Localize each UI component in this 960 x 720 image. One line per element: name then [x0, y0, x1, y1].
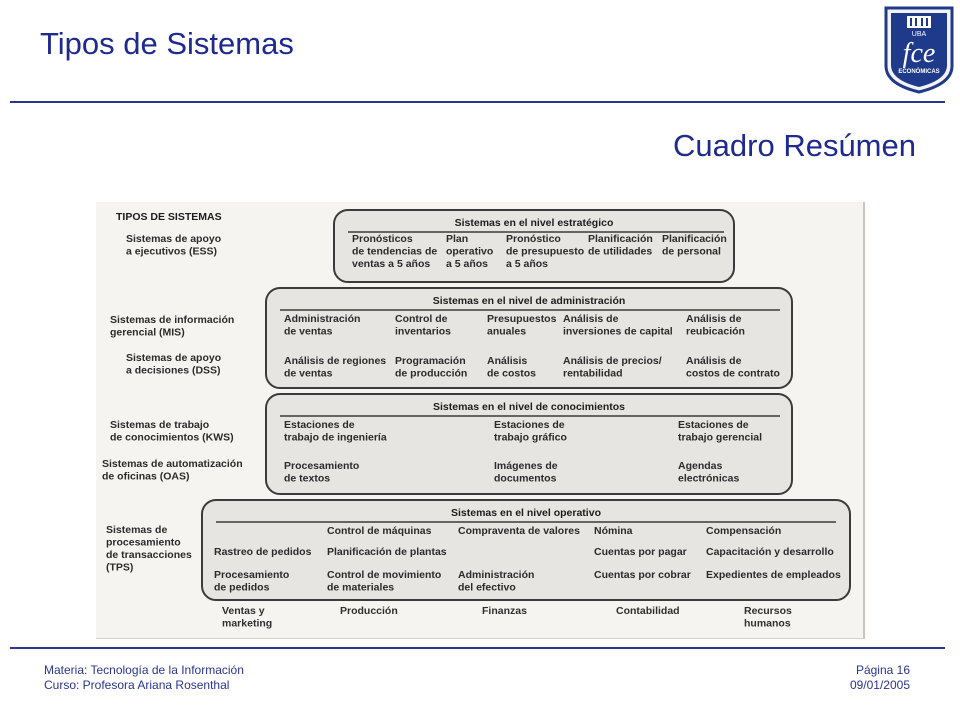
functional-area-label: Finanzas: [482, 605, 527, 617]
figure-heading: TIPOS DE SISTEMAS: [116, 211, 222, 223]
footer-fecha: 09/01/2005: [849, 678, 910, 692]
management-level-title: Sistemas en el nivel de administración: [433, 295, 626, 307]
logo-bottom-text: ECONÓMICAS: [898, 67, 939, 75]
footer-curso: Curso: Profesora Ariana Rosenthal: [44, 678, 230, 692]
management-item: Análisis de precios/rentabilidad: [563, 355, 662, 380]
functional-area-label: Producción: [340, 605, 398, 617]
footer-left: Materia: Tecnología de la Información Cu…: [44, 663, 244, 693]
page-subtitle: Cuadro Resúmen: [673, 128, 916, 163]
operational-item: Cuentas por pagar: [594, 546, 687, 558]
footer-pagina: Página 16: [855, 663, 910, 677]
fce-logo: UBA fce ECONÓMICAS: [882, 4, 956, 94]
operational-level-box: [201, 499, 851, 601]
footer-divider: [10, 647, 945, 649]
footer-materia: Materia: Tecnología de la Información: [44, 663, 244, 677]
strategic-level-title: Sistemas en el nivel estratégico: [455, 217, 614, 229]
page-title: Tipos de Sistemas: [40, 26, 294, 61]
operational-level-title: Sistemas en el nivel operativo: [451, 507, 601, 519]
operational-item: Nómina: [594, 525, 633, 537]
footer-right: Página 16 09/01/2005: [850, 663, 910, 693]
knowledge-level-box: [265, 393, 793, 495]
operational-item: Control de máquinas: [327, 525, 432, 537]
operational-item: Compensación: [706, 525, 781, 537]
management-level-box: [265, 287, 793, 389]
strategic-level-box: [333, 209, 735, 283]
operational-item: Cuentas por cobrar: [594, 569, 691, 581]
operational-item: Planificación de plantas: [327, 546, 447, 558]
logo-main-text: fce: [903, 38, 936, 69]
operational-item: Expedientes de empleados: [706, 569, 841, 581]
logo-top-text: UBA: [912, 31, 927, 38]
operational-item: Capacitación y desarrollo: [706, 546, 834, 558]
operational-item: Rastreo de pedidos: [214, 546, 312, 558]
functional-area-label: Contabilidad: [616, 605, 680, 617]
operational-item: Compraventa de valores: [458, 525, 580, 537]
knowledge-level-title: Sistemas en el nivel de conocimientos: [433, 401, 625, 413]
header-divider: [10, 101, 945, 103]
